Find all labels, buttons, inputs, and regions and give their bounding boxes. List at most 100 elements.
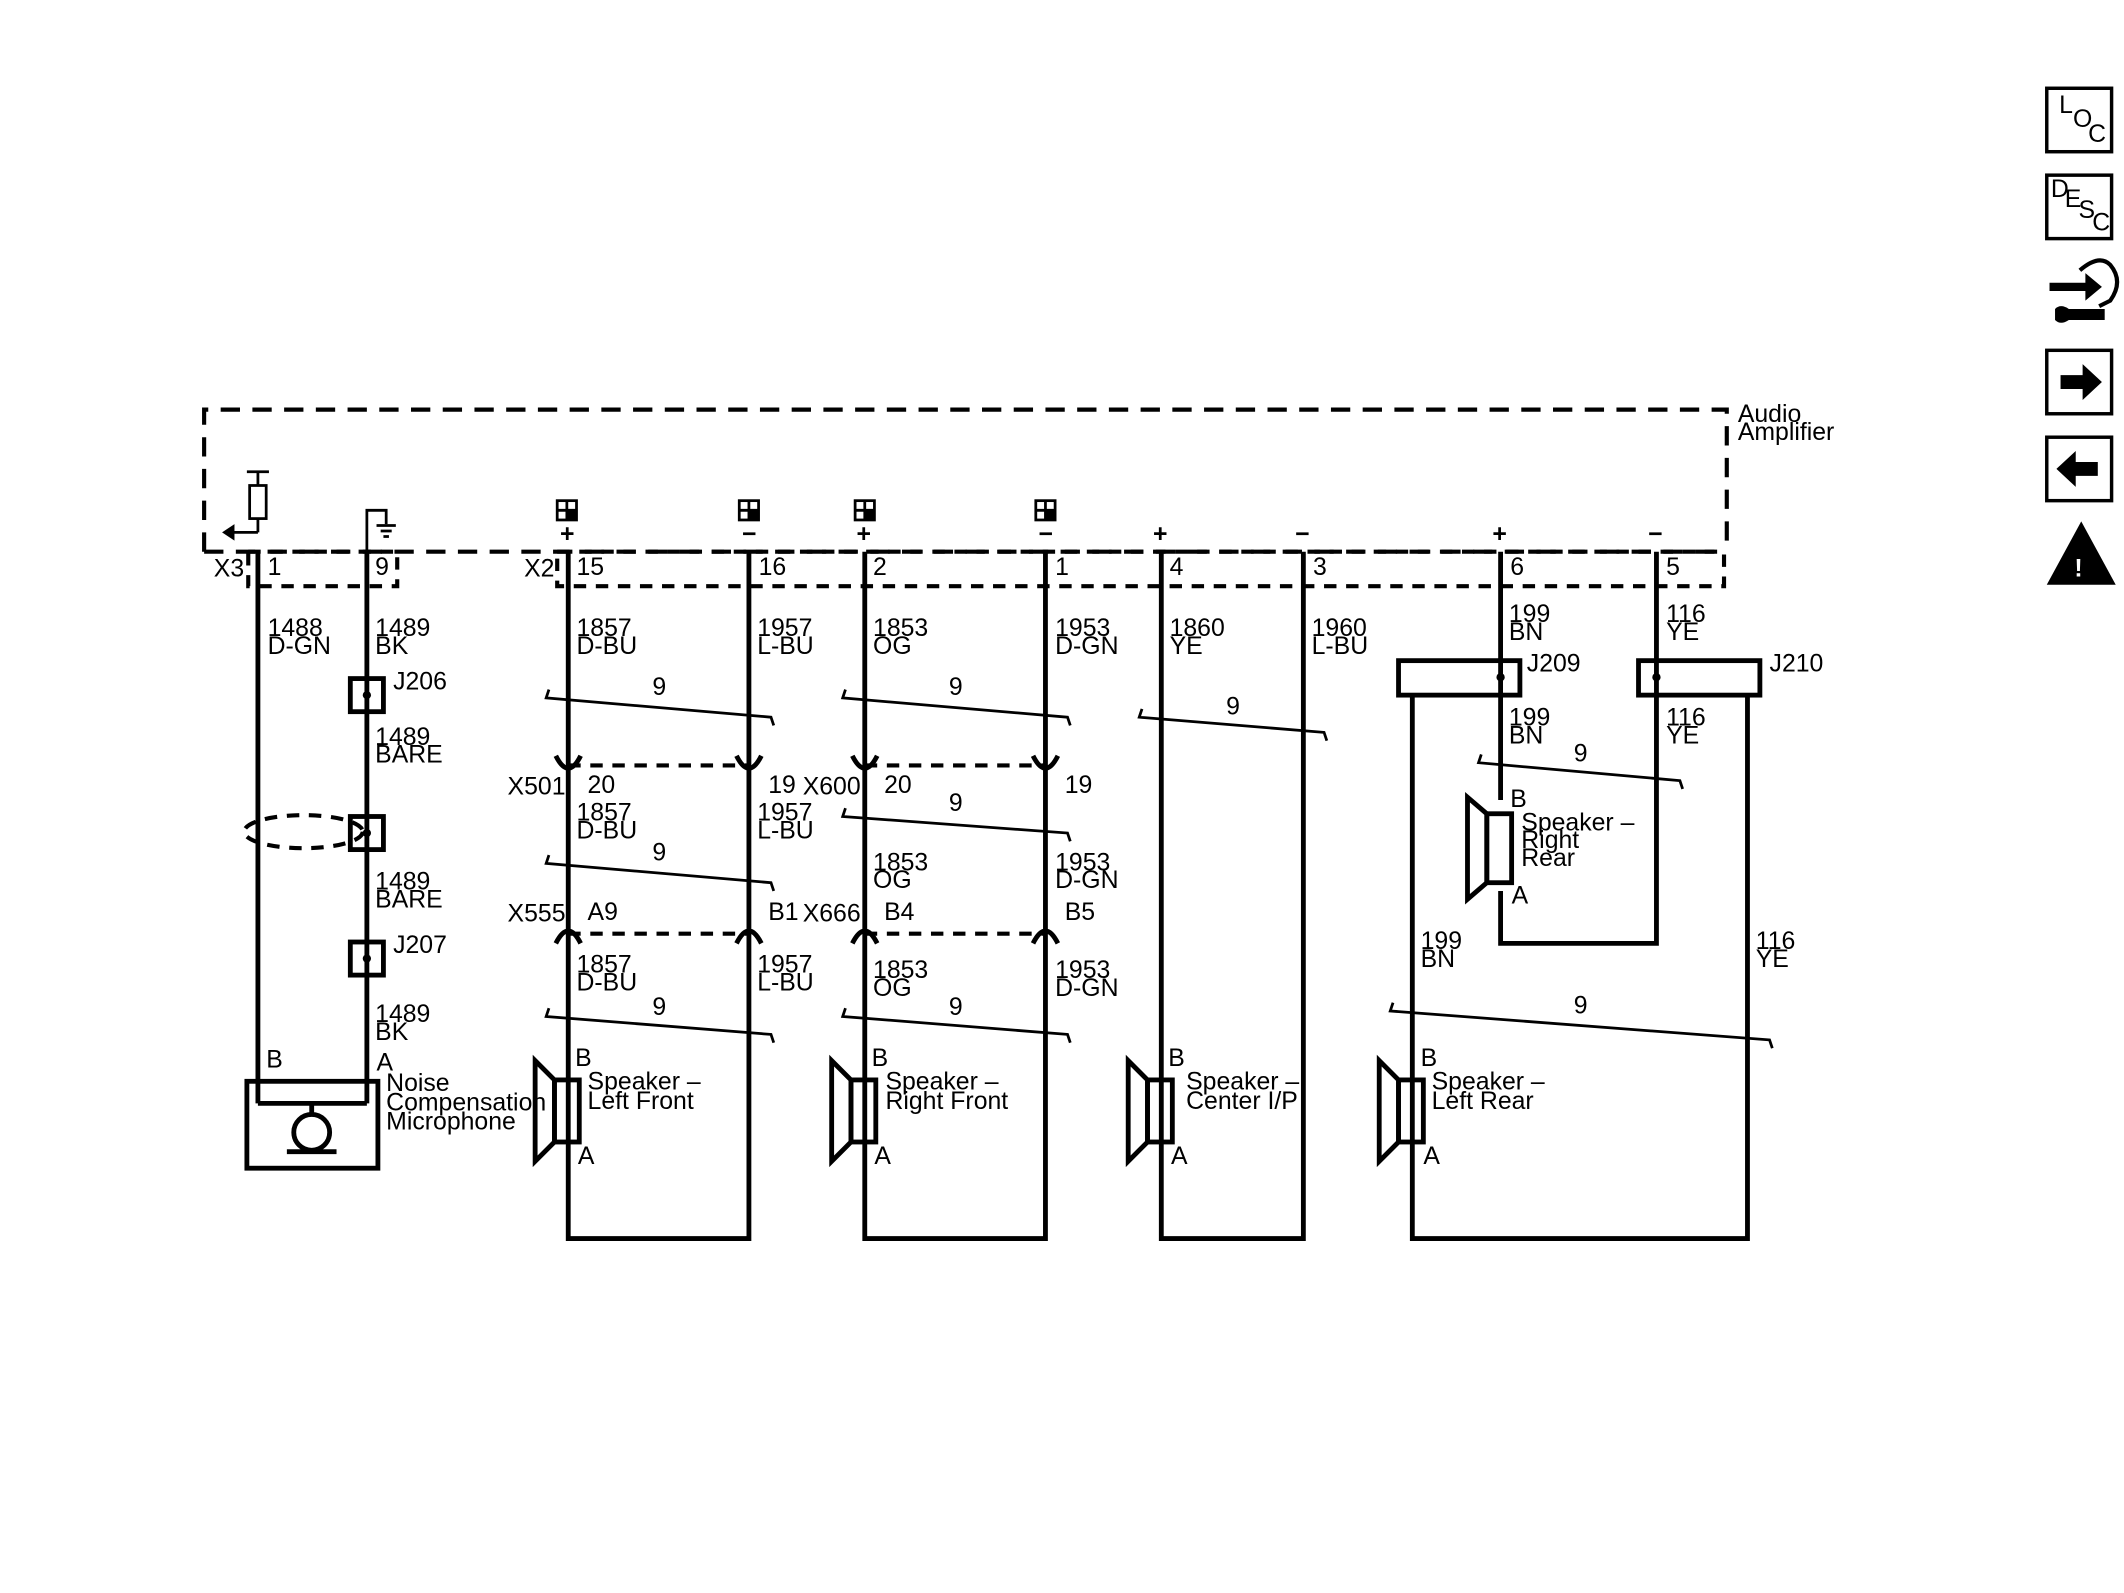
svg-text:BK: BK <box>375 1019 409 1046</box>
svg-text:BARE: BARE <box>375 742 443 769</box>
svg-text:19: 19 <box>1065 772 1093 799</box>
svg-text:1857: 1857 <box>577 800 632 827</box>
svg-text:L-BU: L-BU <box>757 633 814 660</box>
svg-text:1957: 1957 <box>757 800 812 827</box>
svg-text:9: 9 <box>1574 993 1588 1020</box>
connector-x501: X501 <box>508 773 566 800</box>
ground-symbol <box>365 508 396 552</box>
svg-text:199: 199 <box>1509 704 1550 731</box>
warning-icon[interactable]: ! <box>2046 521 2116 585</box>
speaker-right-rear: Speaker – Right Rear <box>1465 791 1635 905</box>
svg-text:E: E <box>2065 186 2082 213</box>
svg-text:9: 9 <box>652 674 666 701</box>
module-name-line1: Audio <box>1738 401 1801 428</box>
svg-text:Speaker –: Speaker – <box>1521 809 1634 836</box>
svg-text:+: + <box>1492 521 1507 548</box>
arrow-right-icon[interactable] <box>2045 348 2114 416</box>
amplifier-channel-symbols <box>555 499 1057 522</box>
svg-text:!: ! <box>2074 556 2082 583</box>
svg-text:Center I/P: Center I/P <box>1186 1088 1298 1115</box>
svg-text:2: 2 <box>873 554 887 581</box>
svg-text:L: L <box>2059 92 2073 119</box>
svg-text:B5: B5 <box>1065 899 1095 926</box>
svg-text:YE: YE <box>1756 946 1789 973</box>
svg-text:20: 20 <box>588 772 616 799</box>
svg-text:9: 9 <box>652 994 666 1021</box>
pin-numbers: 1 9 15 16 2 1 4 3 6 5 20 19 20 19 A9 B1 … <box>266 554 1680 1170</box>
splices <box>242 658 1763 978</box>
svg-text:3: 3 <box>1313 554 1327 581</box>
svg-text:B: B <box>575 1045 592 1072</box>
svg-text:Right Front: Right Front <box>885 1088 1008 1115</box>
svg-text:−: − <box>742 521 757 548</box>
svg-text:D-GN: D-GN <box>1055 633 1118 660</box>
svg-text:4: 4 <box>1170 554 1184 581</box>
svg-text:Right: Right <box>1521 827 1579 854</box>
svg-text:1: 1 <box>1055 554 1069 581</box>
svg-text:1953: 1953 <box>1055 849 1110 876</box>
svg-text:BN: BN <box>1421 946 1455 973</box>
module-name-line2: Amplifier <box>1738 419 1835 446</box>
arrow-left-icon[interactable] <box>2045 435 2114 503</box>
svg-text:Speaker –: Speaker – <box>588 1069 701 1096</box>
svg-text:C: C <box>2092 209 2110 236</box>
svg-text:6: 6 <box>1510 554 1524 581</box>
desc-icon[interactable]: D E S C <box>2045 173 2114 241</box>
loc-icon[interactable]: L O C <box>2045 86 2114 154</box>
splice-j210: J210 <box>1770 651 1824 678</box>
svg-text:A: A <box>578 1143 595 1170</box>
svg-text:116: 116 <box>1666 601 1706 628</box>
fuse-symbol <box>222 470 269 541</box>
svg-text:1953: 1953 <box>1055 615 1110 642</box>
svg-text:Microphone: Microphone <box>386 1109 516 1136</box>
svg-text:9: 9 <box>949 790 963 817</box>
svg-text:−: − <box>1648 521 1663 548</box>
connector-end-view-icon[interactable] <box>2049 258 2120 323</box>
speaker-right-front: Speaker – Right Front <box>829 1054 1008 1168</box>
splice-j207: J207 <box>393 932 447 959</box>
svg-text:B: B <box>872 1045 889 1072</box>
svg-text:L-BU: L-BU <box>757 969 814 996</box>
connector-x666: X666 <box>803 900 861 927</box>
twisted-pair-marks: 9 9 9 9 9 9 9 9 9 <box>544 674 1774 1049</box>
svg-text:Left Front: Left Front <box>588 1088 694 1115</box>
svg-text:20: 20 <box>884 772 912 799</box>
svg-text:9: 9 <box>1226 693 1240 720</box>
svg-text:B: B <box>1168 1045 1185 1072</box>
svg-text:S: S <box>2078 197 2095 224</box>
svg-text:A: A <box>1512 882 1529 909</box>
svg-text:199: 199 <box>1421 928 1462 955</box>
svg-text:B4: B4 <box>884 899 915 926</box>
svg-text:1489: 1489 <box>375 615 430 642</box>
svg-text:B1: B1 <box>768 899 798 926</box>
svg-text:D-BU: D-BU <box>577 633 638 660</box>
svg-text:D-BU: D-BU <box>577 969 638 996</box>
svg-text:−: − <box>1295 521 1310 548</box>
svg-text:1489: 1489 <box>375 869 430 896</box>
svg-text:Compensation: Compensation <box>386 1089 546 1116</box>
svg-text:A: A <box>1171 1143 1188 1170</box>
svg-text:BARE: BARE <box>375 887 443 914</box>
svg-text:1489: 1489 <box>375 724 430 751</box>
svg-text:BN: BN <box>1509 619 1543 646</box>
svg-text:116: 116 <box>1756 928 1796 955</box>
connector-labels: X3 X2 X501 X600 X555 X666 J206 J207 J209… <box>214 556 1824 960</box>
svg-text:5: 5 <box>1666 554 1680 581</box>
svg-text:+: + <box>856 521 871 548</box>
svg-text:D-GN: D-GN <box>268 633 331 660</box>
svg-text:OG: OG <box>873 867 912 894</box>
svg-text:1853: 1853 <box>873 849 928 876</box>
svg-text:OG: OG <box>873 633 912 660</box>
svg-text:A: A <box>874 1143 891 1170</box>
svg-text:L-BU: L-BU <box>757 818 814 845</box>
svg-text:A9: A9 <box>588 899 618 926</box>
svg-text:1857: 1857 <box>577 951 632 978</box>
svg-text:16: 16 <box>759 554 787 581</box>
connector-x2: X2 <box>524 556 554 583</box>
svg-text:BK: BK <box>375 633 409 660</box>
polarity-marks: + − + − + − + − <box>560 521 1663 548</box>
wire-labels: 1488 D-GN 1489 BK 1489 BARE 1489 BARE 14… <box>268 601 1796 1046</box>
inline-connector-marks <box>553 754 1061 945</box>
svg-text:D-GN: D-GN <box>1055 975 1118 1002</box>
